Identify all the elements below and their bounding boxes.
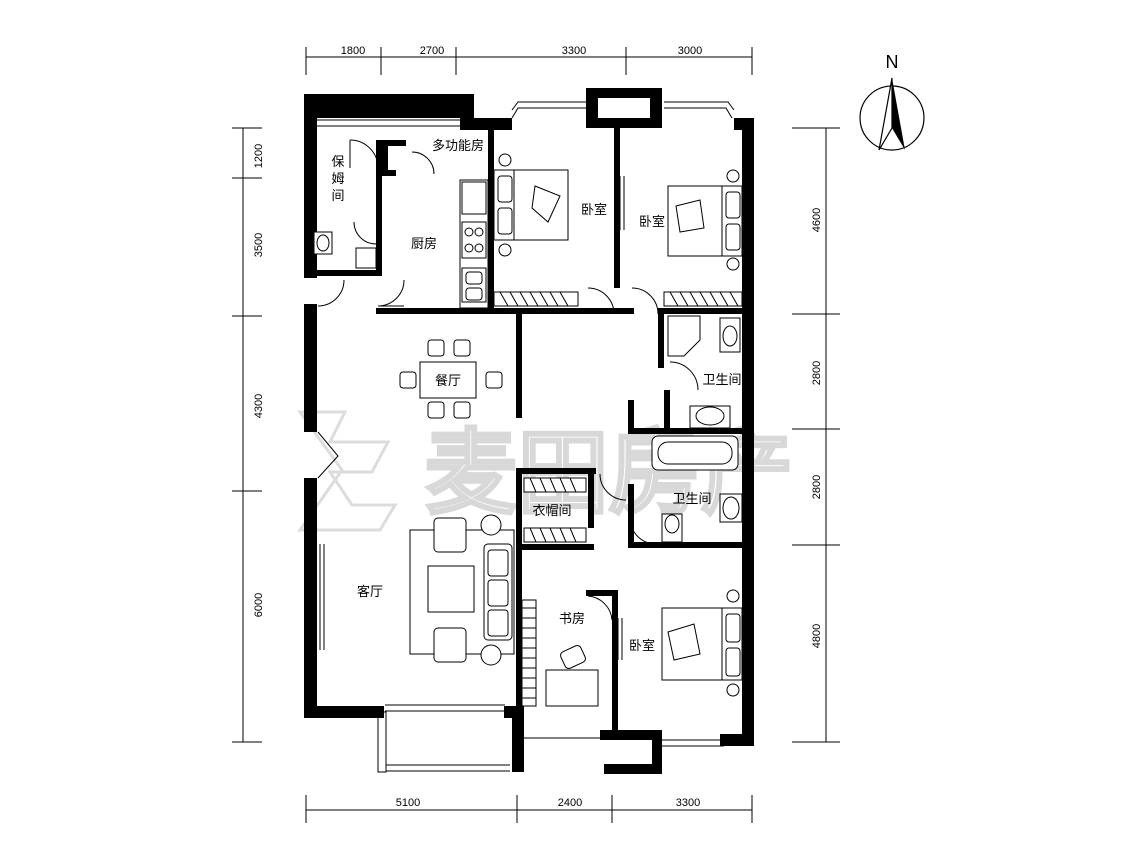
walls <box>304 88 754 774</box>
dimension-lines <box>232 47 840 823</box>
dim-top-2: 2700 <box>420 45 444 57</box>
doors <box>317 139 699 621</box>
dim-right-1: 4600 <box>811 208 823 232</box>
label-nanny-1: 保 <box>331 155 344 170</box>
dim-top-3: 3300 <box>562 45 586 57</box>
toilet-icon <box>313 231 377 269</box>
compass-needle-light <box>878 77 893 151</box>
label-nanny-2: 姆 <box>331 172 344 187</box>
furniture <box>313 153 743 707</box>
label-bedroom-3: 卧室 <box>629 638 655 654</box>
label-nanny-3: 间 <box>331 189 344 204</box>
label-dining: 餐厅 <box>435 373 461 389</box>
dim-left-2: 3500 <box>253 233 265 257</box>
dim-left-4: 6000 <box>253 593 265 617</box>
label-multi: 多功能房 <box>432 138 484 154</box>
dim-bottom-1: 5100 <box>396 797 420 809</box>
label-bath-2: 卫生间 <box>672 492 711 507</box>
bed-icon <box>667 169 743 271</box>
dining-table <box>399 339 503 419</box>
dim-left-3: 4300 <box>253 394 265 418</box>
dim-right-4: 4800 <box>811 624 823 648</box>
label-kitchen: 厨房 <box>411 236 437 252</box>
dim-bottom-2: 2400 <box>558 797 582 809</box>
label-living: 客厅 <box>357 584 383 600</box>
dim-right-2: 2800 <box>811 361 823 385</box>
label-bedroom-2: 卧室 <box>639 214 665 230</box>
dim-left-1: 1200 <box>253 144 265 168</box>
label-study: 书房 <box>559 611 585 627</box>
kitchen-counter <box>459 179 489 309</box>
study-desk <box>545 645 599 707</box>
dim-right-3: 2800 <box>811 475 823 499</box>
bed-icon <box>661 589 743 697</box>
closets <box>493 291 743 707</box>
bed-icon <box>493 153 569 257</box>
sofa-set <box>409 514 515 666</box>
label-cloak: 衣帽间 <box>532 503 571 519</box>
north-label: N <box>886 52 899 72</box>
dim-top-4: 3000 <box>678 45 702 57</box>
north-arrow: N <box>859 52 925 151</box>
compass-needle-dark <box>892 78 905 150</box>
dimension-labels: 1800 2700 3300 3000 5100 2400 3300 1200 … <box>253 45 823 809</box>
bathroom-fixtures <box>651 435 743 543</box>
label-bedroom-1: 卧室 <box>581 202 607 218</box>
bathroom-fixtures <box>667 315 741 429</box>
label-bath-1: 卫生间 <box>702 373 741 388</box>
dim-bottom-3: 3300 <box>676 797 700 809</box>
room-labels: 保 姆 间 多功能房 厨房 卧室 卧室 餐厅 卫生间 卫生间 衣帽间 客厅 书房… <box>331 138 741 654</box>
dim-top-1: 1800 <box>341 45 365 57</box>
